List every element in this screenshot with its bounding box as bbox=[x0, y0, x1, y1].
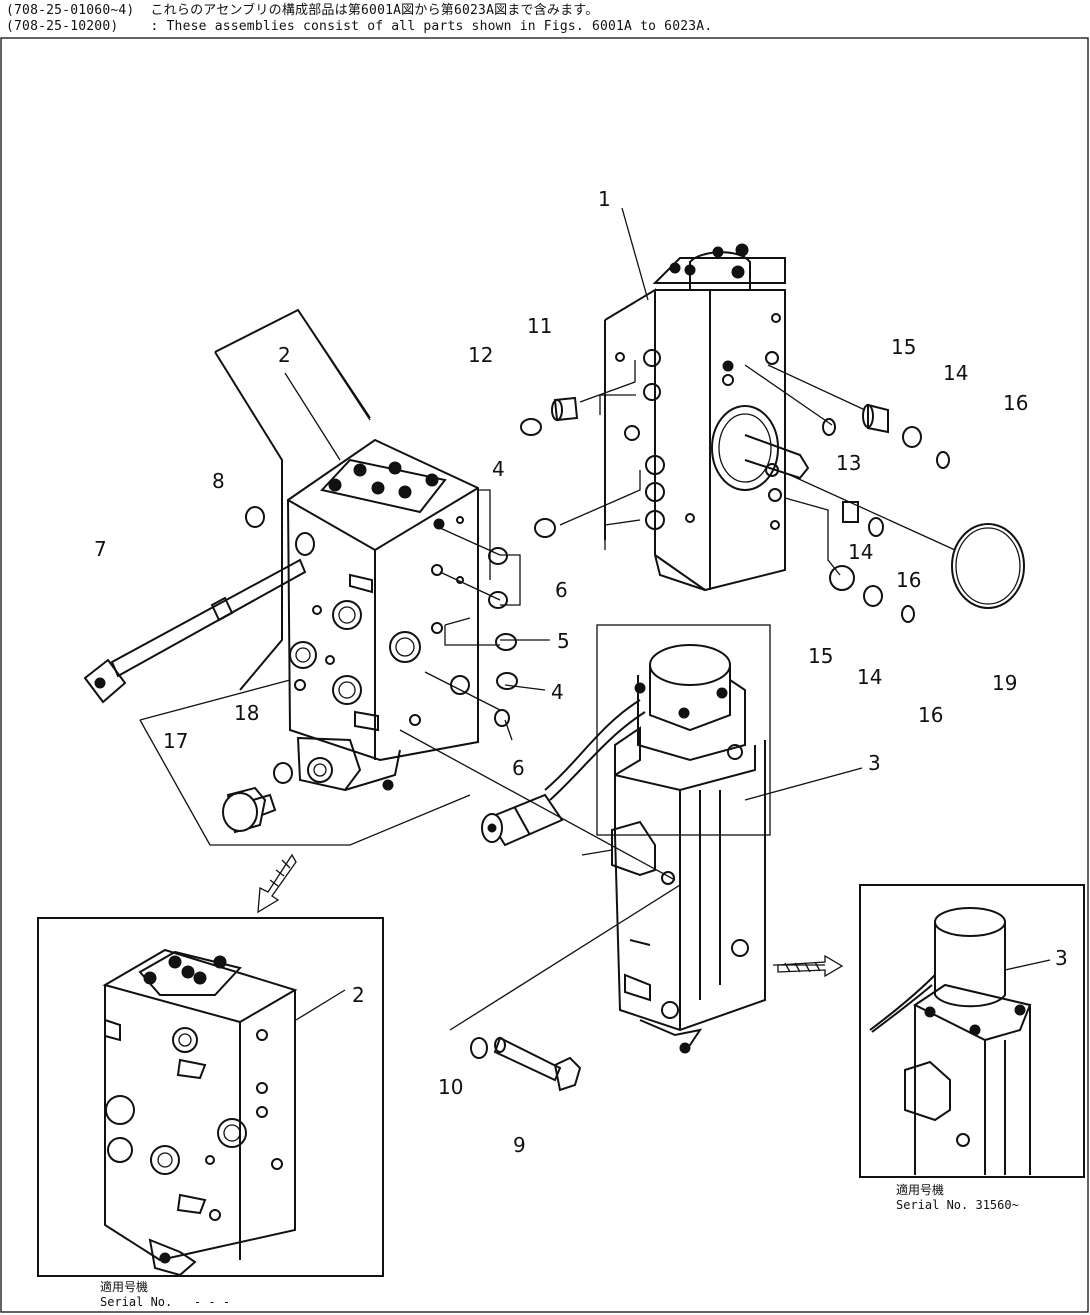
callout-15-lower: 15 bbox=[808, 644, 833, 668]
callout-19: 19 bbox=[992, 671, 1017, 695]
callout-10: 10 bbox=[438, 1075, 463, 1099]
callout-18: 18 bbox=[234, 701, 259, 725]
callout-7: 7 bbox=[94, 537, 107, 561]
callout-3-inset: 3 bbox=[1055, 946, 1068, 970]
callout-2: 2 bbox=[278, 343, 291, 367]
callout-6-lower: 6 bbox=[512, 756, 525, 780]
callout-15-upper: 15 bbox=[891, 335, 916, 359]
leaders-solenoid bbox=[449, 767, 863, 1031]
leaders-upper bbox=[559, 207, 956, 576]
left-serial-caption-jp: 適用号機 bbox=[100, 1280, 149, 1294]
bolt-9-washer-10 bbox=[470, 1036, 582, 1092]
callout-14-upper: 14 bbox=[943, 361, 968, 385]
callout-16-middle: 16 bbox=[896, 568, 921, 592]
seal-parts-upper bbox=[520, 396, 1025, 623]
arrow-down bbox=[257, 853, 297, 914]
valve-block-2 bbox=[214, 308, 479, 792]
callout-1: 1 bbox=[598, 187, 611, 211]
callout-5: 5 bbox=[557, 629, 570, 653]
header-line-japanese: (708-25-01060~4) これらのアセンブリの構成部品は第6001A図か… bbox=[6, 3, 599, 18]
inset-right bbox=[859, 884, 1085, 1178]
solenoid-assembly-3 bbox=[481, 624, 771, 1054]
left-serial-caption: Serial No. - - - bbox=[100, 1295, 231, 1309]
seal-parts-left bbox=[83, 506, 518, 834]
callout-14-lower: 14 bbox=[857, 665, 882, 689]
callout-14-middle: 14 bbox=[848, 540, 873, 564]
header-line-english: (708-25-10200) : These assemblies consis… bbox=[6, 19, 713, 34]
callout-16-lower: 16 bbox=[918, 703, 943, 727]
arrow-right bbox=[777, 954, 844, 978]
callout-9: 9 bbox=[513, 1133, 526, 1157]
callout-13: 13 bbox=[836, 451, 861, 475]
right-serial-caption-jp: 適用号機 bbox=[896, 1183, 945, 1197]
leaders-left bbox=[139, 309, 676, 881]
callout-labels: 1 2 2 3 3 4 4 5 6 6 7 8 9 10 11 12 13 14… bbox=[94, 187, 1068, 1157]
callout-6-upper: 6 bbox=[555, 578, 568, 602]
valve-block-1 bbox=[604, 243, 810, 592]
inset-left bbox=[37, 917, 384, 1277]
callout-4-lower: 4 bbox=[551, 680, 564, 704]
callout-4-upper: 4 bbox=[492, 457, 505, 481]
drawing-frame bbox=[0, 37, 1089, 1313]
callout-17: 17 bbox=[163, 729, 188, 753]
callout-12: 12 bbox=[468, 343, 493, 367]
callout-11: 11 bbox=[527, 314, 552, 338]
callout-3: 3 bbox=[868, 751, 881, 775]
callout-16-upper: 16 bbox=[1003, 391, 1028, 415]
right-serial-caption: Serial No. 31560~ bbox=[896, 1198, 1019, 1212]
callout-2-inset: 2 bbox=[352, 983, 365, 1007]
callout-8: 8 bbox=[212, 469, 225, 493]
